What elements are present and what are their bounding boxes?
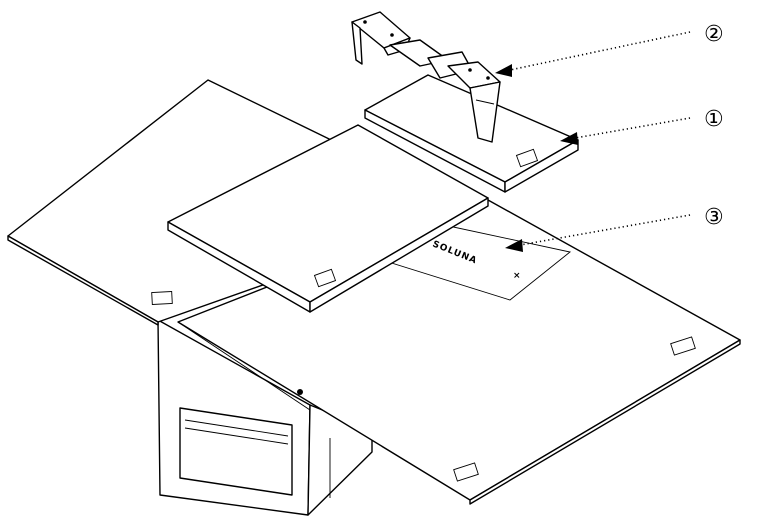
base-stand xyxy=(157,319,373,516)
callout-2: ② xyxy=(704,22,724,47)
mark-label: × xyxy=(513,271,522,281)
bracket-assembly xyxy=(351,11,501,143)
panel-slot xyxy=(151,291,173,305)
callout-3: ③ xyxy=(704,205,724,230)
arrow-head-1 xyxy=(560,132,578,145)
callout-1: ① xyxy=(704,107,724,132)
middle-plate-slot xyxy=(313,268,337,288)
top-plate-slot xyxy=(515,148,539,168)
middle-plate xyxy=(167,124,489,313)
right-panel-slot-a xyxy=(670,336,696,356)
callout-leaders xyxy=(495,31,691,252)
mount-hole xyxy=(297,389,303,395)
leader-3 xyxy=(519,214,691,246)
right-panel-slot-b xyxy=(453,462,479,482)
leader-2 xyxy=(509,31,691,71)
arrow-head-3 xyxy=(505,239,523,252)
top-plate xyxy=(364,74,579,193)
leader-1 xyxy=(574,117,691,139)
arrow-head-2 xyxy=(495,64,512,77)
